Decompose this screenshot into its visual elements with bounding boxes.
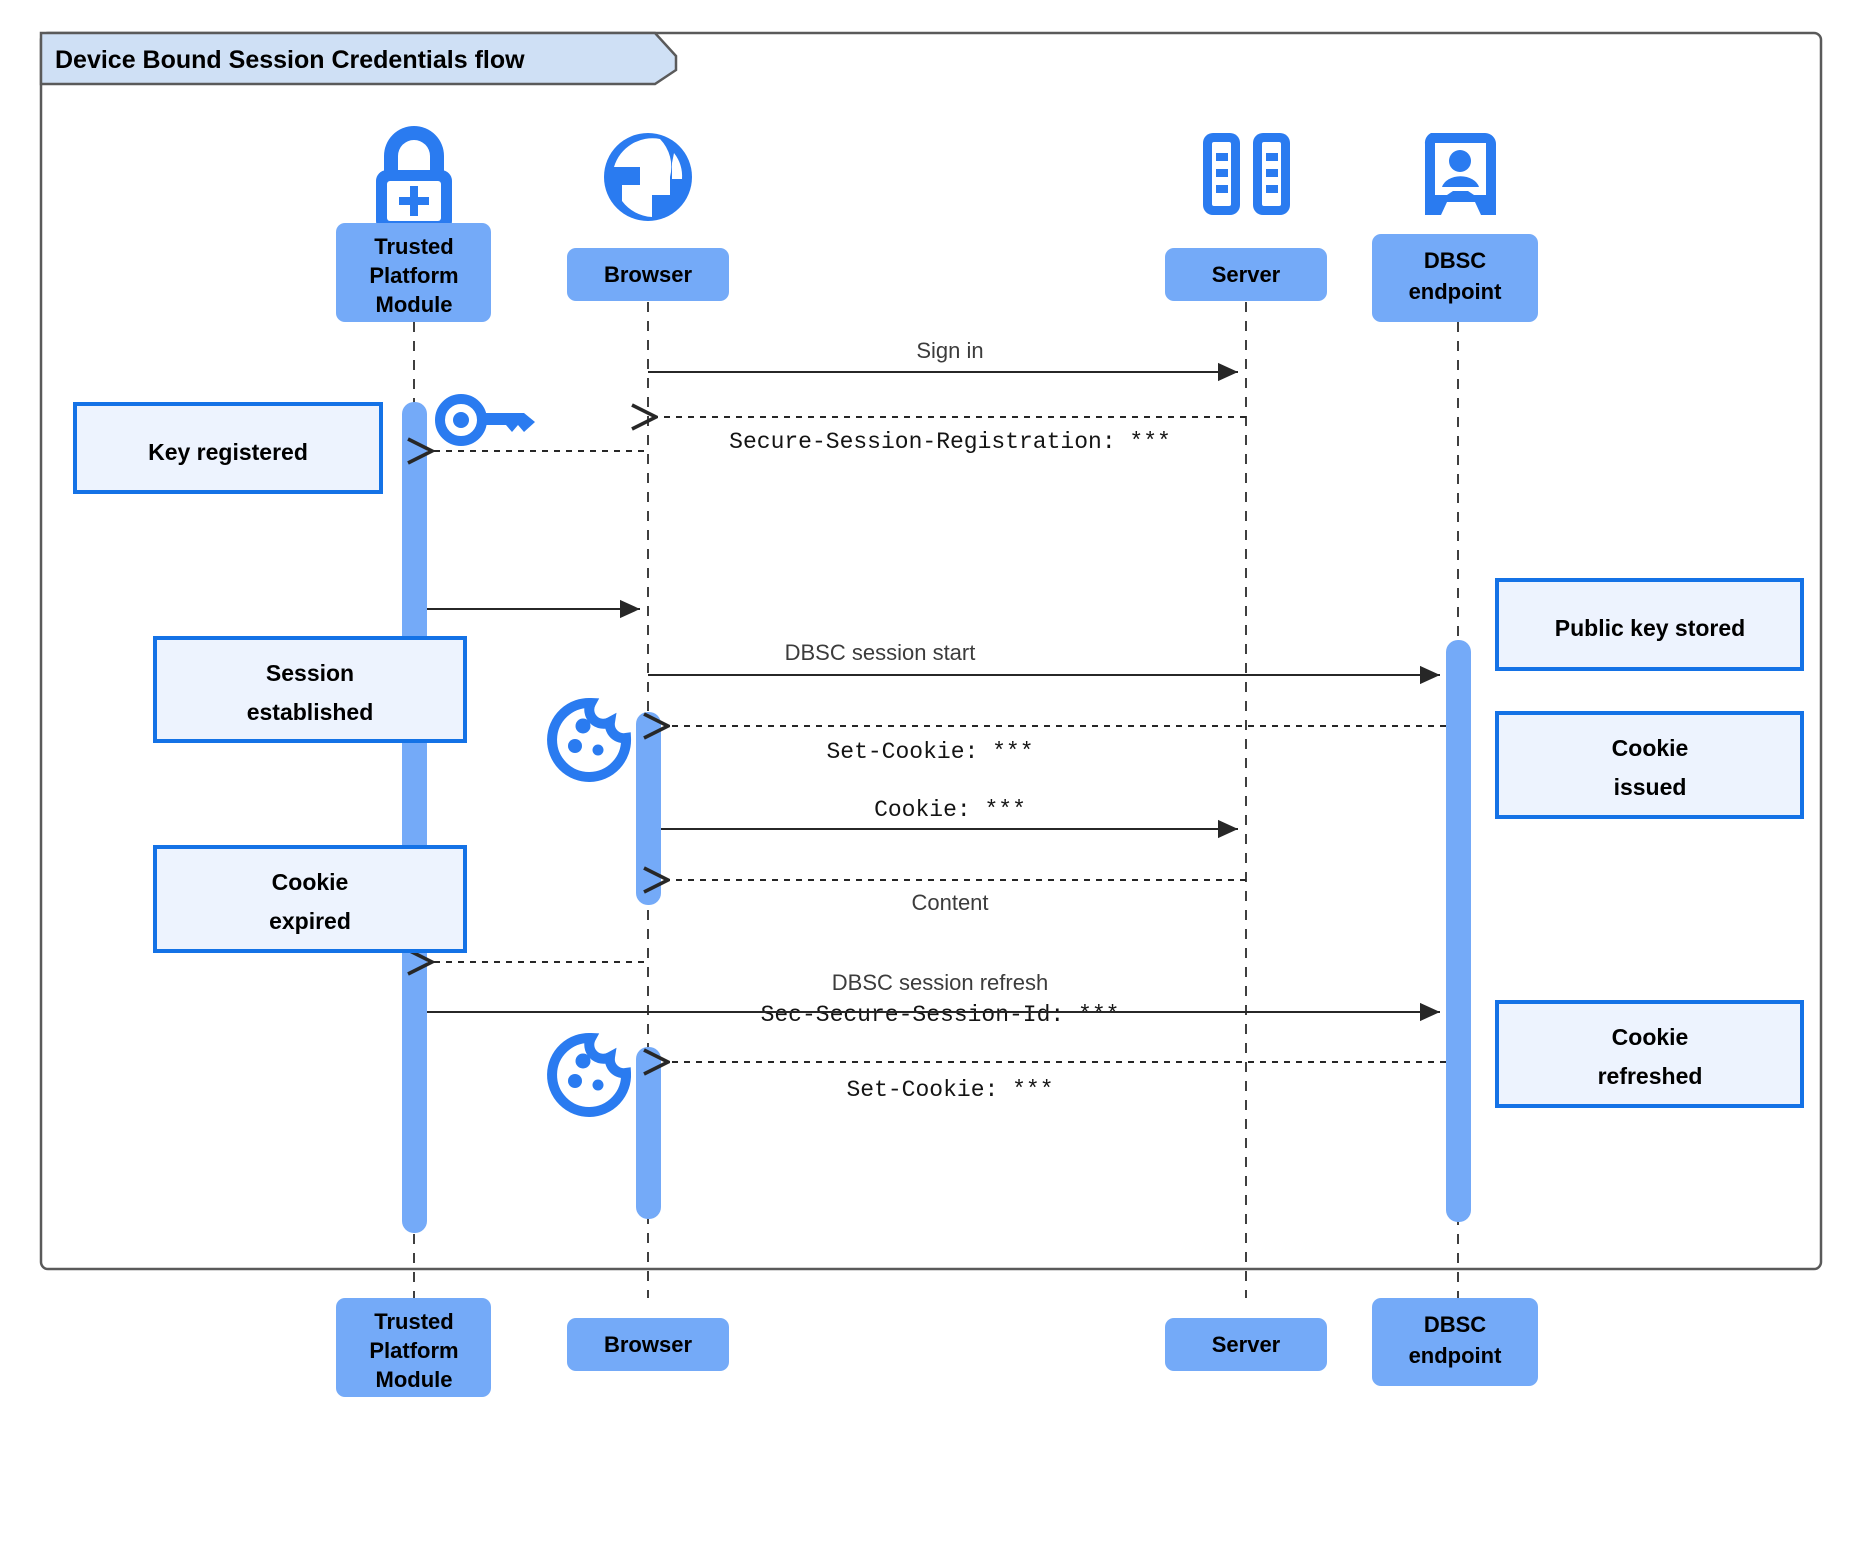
participant-dbsc-top[interactable]: DBSC endpoint <box>1372 133 1538 322</box>
message-sign-in: Sign in <box>648 338 1238 382</box>
note-public-key-stored: Public key stored <box>1495 578 1804 671</box>
activation-browser-2 <box>636 1047 661 1219</box>
note-session-established-line2: established <box>247 699 374 725</box>
diagram-title: Device Bound Session Credentials flow <box>55 46 525 74</box>
participant-label-tpm-bottom-1: Trusted <box>374 1309 453 1334</box>
participant-label-dbsc-bottom-1: DBSC <box>1424 1312 1486 1337</box>
message-dbsc-session-start: DBSC session start <box>648 640 1440 685</box>
cookie-icon <box>547 1032 632 1117</box>
participant-label-browser-bottom-1: Browser <box>604 1332 692 1357</box>
diagram-frame: Device Bound Session Credentials flow <box>39 31 1823 1271</box>
message-label-m5: DBSC session start <box>785 640 976 665</box>
message-cookie-request: Cookie: *** <box>661 797 1238 839</box>
participant-label-tpm-3: Module <box>376 292 453 317</box>
participant-dbsc-bottom[interactable]: DBSC endpoint <box>1372 1298 1538 1386</box>
activation-browser-1 <box>636 712 661 905</box>
note-cookie-refreshed-line2: refreshed <box>1598 1063 1703 1089</box>
message-set-cookie-1: Set-Cookie: *** <box>666 726 1446 765</box>
note-session-established-line1: Session <box>266 660 354 686</box>
message-label-m11: Set-Cookie: *** <box>846 1077 1053 1103</box>
participant-box-tpm-bottom <box>336 1298 491 1397</box>
note-cookie-issued-line2: issued <box>1614 774 1687 800</box>
participant-label-tpm-1: Trusted <box>374 234 453 259</box>
note-cookie-issued-line1: Cookie <box>1612 735 1689 761</box>
participant-server-bottom[interactable]: Server <box>1165 1318 1327 1371</box>
participant-box-server <box>1165 248 1327 301</box>
note-key-registered-line1: Key registered <box>148 439 308 465</box>
participant-box-server-bottom <box>1165 1318 1327 1371</box>
participant-browser-bottom[interactable]: Browser <box>567 1318 729 1371</box>
message-label-m6: Set-Cookie: *** <box>826 739 1033 765</box>
message-label-m10-a: DBSC session refresh <box>832 970 1048 995</box>
message-content: Content <box>666 880 1246 915</box>
note-cookie-refreshed-line1: Cookie <box>1612 1024 1689 1050</box>
message-label-m8: Content <box>911 890 988 915</box>
message-label-m7: Cookie: *** <box>874 797 1026 823</box>
participant-box-browser <box>567 248 729 301</box>
message-label-m1: Sign in <box>916 338 983 363</box>
message-set-cookie-2: Set-Cookie: *** <box>666 1062 1446 1103</box>
note-cookie-expired-line2: expired <box>269 908 351 934</box>
participant-label-tpm-bottom-3: Module <box>376 1367 453 1392</box>
participant-box-dbsc <box>1372 234 1538 322</box>
message-secure-session-registration: Secure-Session-Registration: *** <box>654 417 1246 455</box>
participant-label-dbsc-bottom-2: endpoint <box>1409 1343 1503 1368</box>
participant-box-dbsc-bottom <box>1372 1298 1538 1386</box>
note-cookie-refreshed: Cookie refreshed <box>1495 1000 1804 1108</box>
note-key-registered: Key registered <box>73 402 383 494</box>
note-session-established: Session established <box>153 636 467 743</box>
participant-box-tpm <box>336 223 491 322</box>
message-dbsc-session-refresh: DBSC session refresh Sec-Secure-Session-… <box>427 970 1440 1028</box>
key-icon <box>435 394 535 446</box>
participant-server-top[interactable]: Server <box>1165 133 1327 301</box>
note-public-key-stored-line1: Public key stored <box>1555 615 1745 641</box>
globe-icon <box>604 133 692 221</box>
participant-browser-top[interactable]: Browser <box>567 133 729 301</box>
participant-label-tpm-bottom-2: Platform <box>369 1338 458 1363</box>
participant-label-tpm-2: Platform <box>369 263 458 288</box>
message-label-m10-b: Sec-Secure-Session-Id: *** <box>761 1002 1120 1028</box>
cookie-icon <box>547 697 632 782</box>
activation-bars <box>402 402 1471 1233</box>
note-cookie-expired: Cookie expired <box>153 845 467 953</box>
participant-label-browser-1: Browser <box>604 262 692 287</box>
activation-tpm <box>402 402 427 1233</box>
id-badge-icon <box>1424 133 1496 215</box>
participant-label-server-bottom-1: Server <box>1212 1332 1281 1357</box>
participant-label-server-1: Server <box>1212 262 1281 287</box>
note-cookie-issued: Cookie issued <box>1495 711 1804 819</box>
participant-label-dbsc-1: DBSC <box>1424 248 1486 273</box>
activation-dbsc <box>1446 640 1471 1222</box>
participant-tpm-bottom[interactable]: Trusted Platform Module <box>336 1298 491 1397</box>
participant-tpm-top[interactable]: Trusted Platform Module <box>336 126 491 322</box>
participant-box-browser-bottom <box>567 1318 729 1371</box>
note-cookie-expired-line1: Cookie <box>272 869 349 895</box>
server-rack-icon <box>1203 133 1290 215</box>
participant-label-dbsc-2: endpoint <box>1409 279 1503 304</box>
padlock-plus-icon <box>376 126 452 232</box>
message-label-m2: Secure-Session-Registration: *** <box>729 429 1171 455</box>
